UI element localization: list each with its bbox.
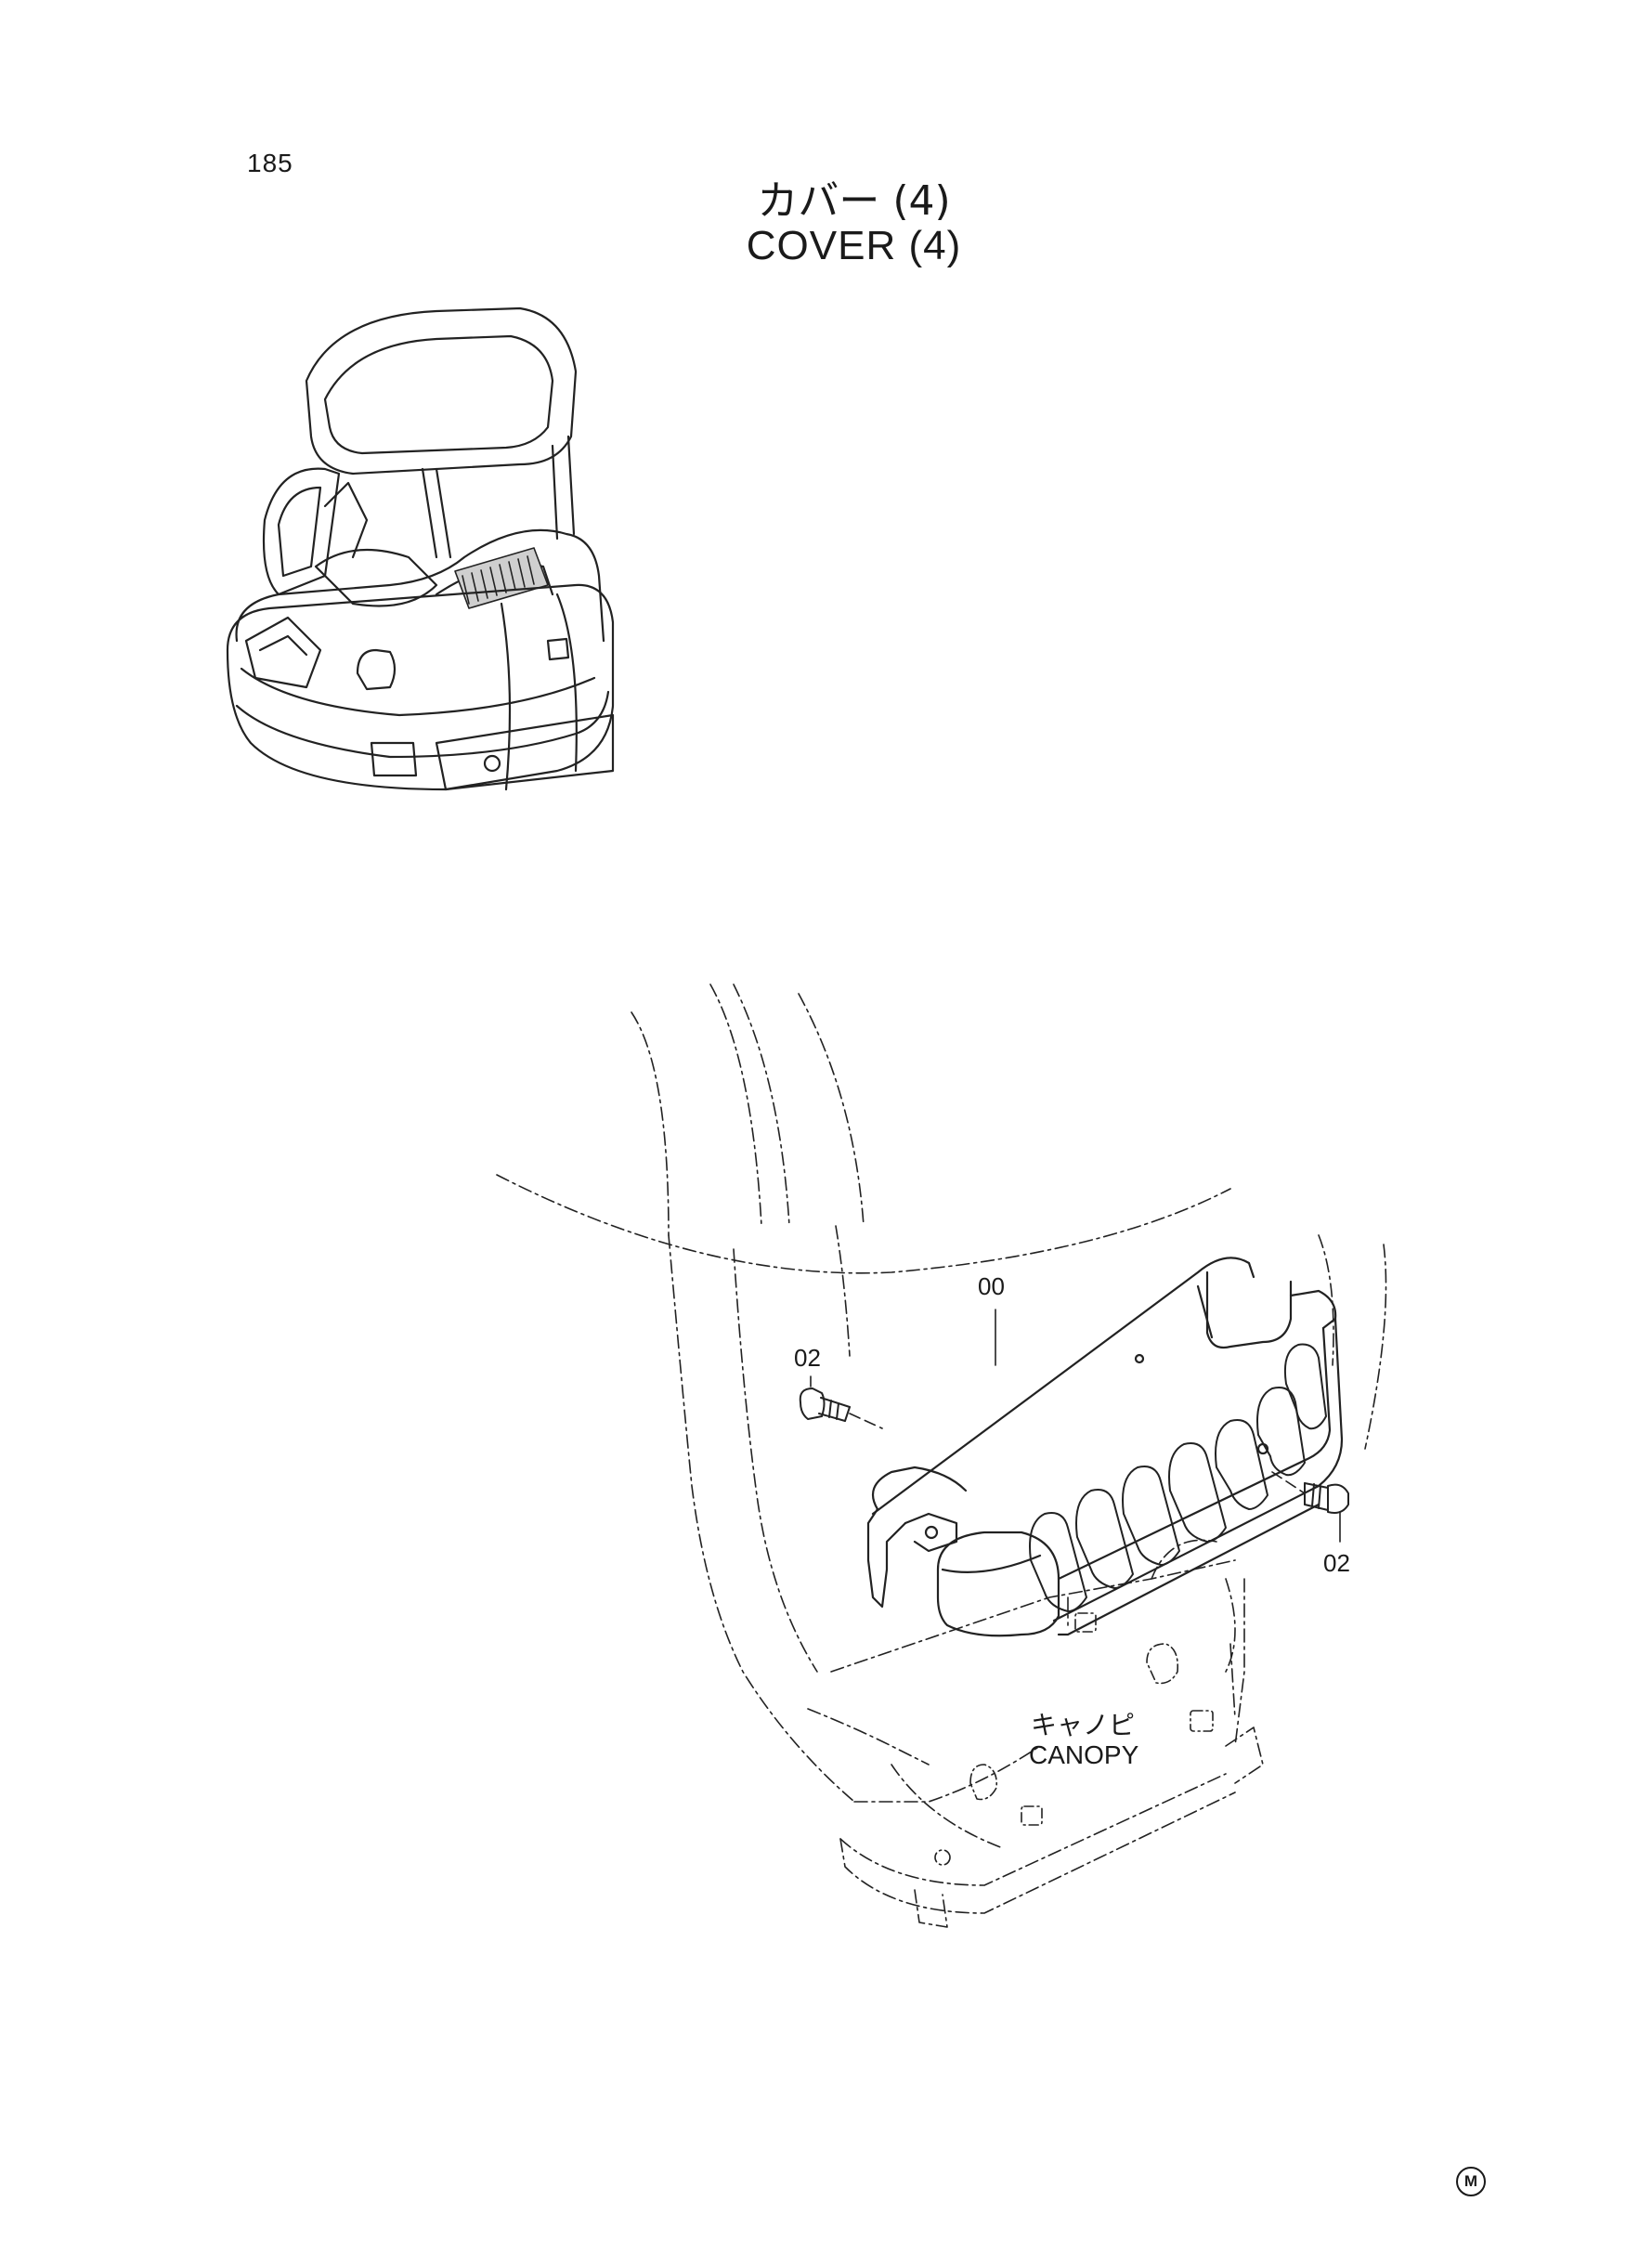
canopy-label-japanese: キャノピ <box>1031 1710 1136 1740</box>
detail-view <box>496 984 1387 1928</box>
bolt-left <box>799 1388 851 1422</box>
cover-part <box>866 1257 1344 1637</box>
leader-lines <box>810 1309 1341 1543</box>
callout-part-00: 00 <box>978 1272 1005 1300</box>
circled-m-mark: M <box>1456 2167 1486 2196</box>
page-title-japanese: カバー (4) <box>757 177 951 225</box>
callout-part-02-right: 02 <box>1323 1549 1350 1577</box>
page-title-english: COVER (4) <box>746 223 962 268</box>
assembly-lines <box>849 1413 1306 1494</box>
callout-part-02-left: 02 <box>794 1344 821 1372</box>
overview-machine-sketch <box>226 306 615 791</box>
canopy-label-english: CANOPY <box>1029 1740 1139 1769</box>
page-number: 185 <box>247 149 293 177</box>
phantom-background-lines <box>496 984 1387 1928</box>
